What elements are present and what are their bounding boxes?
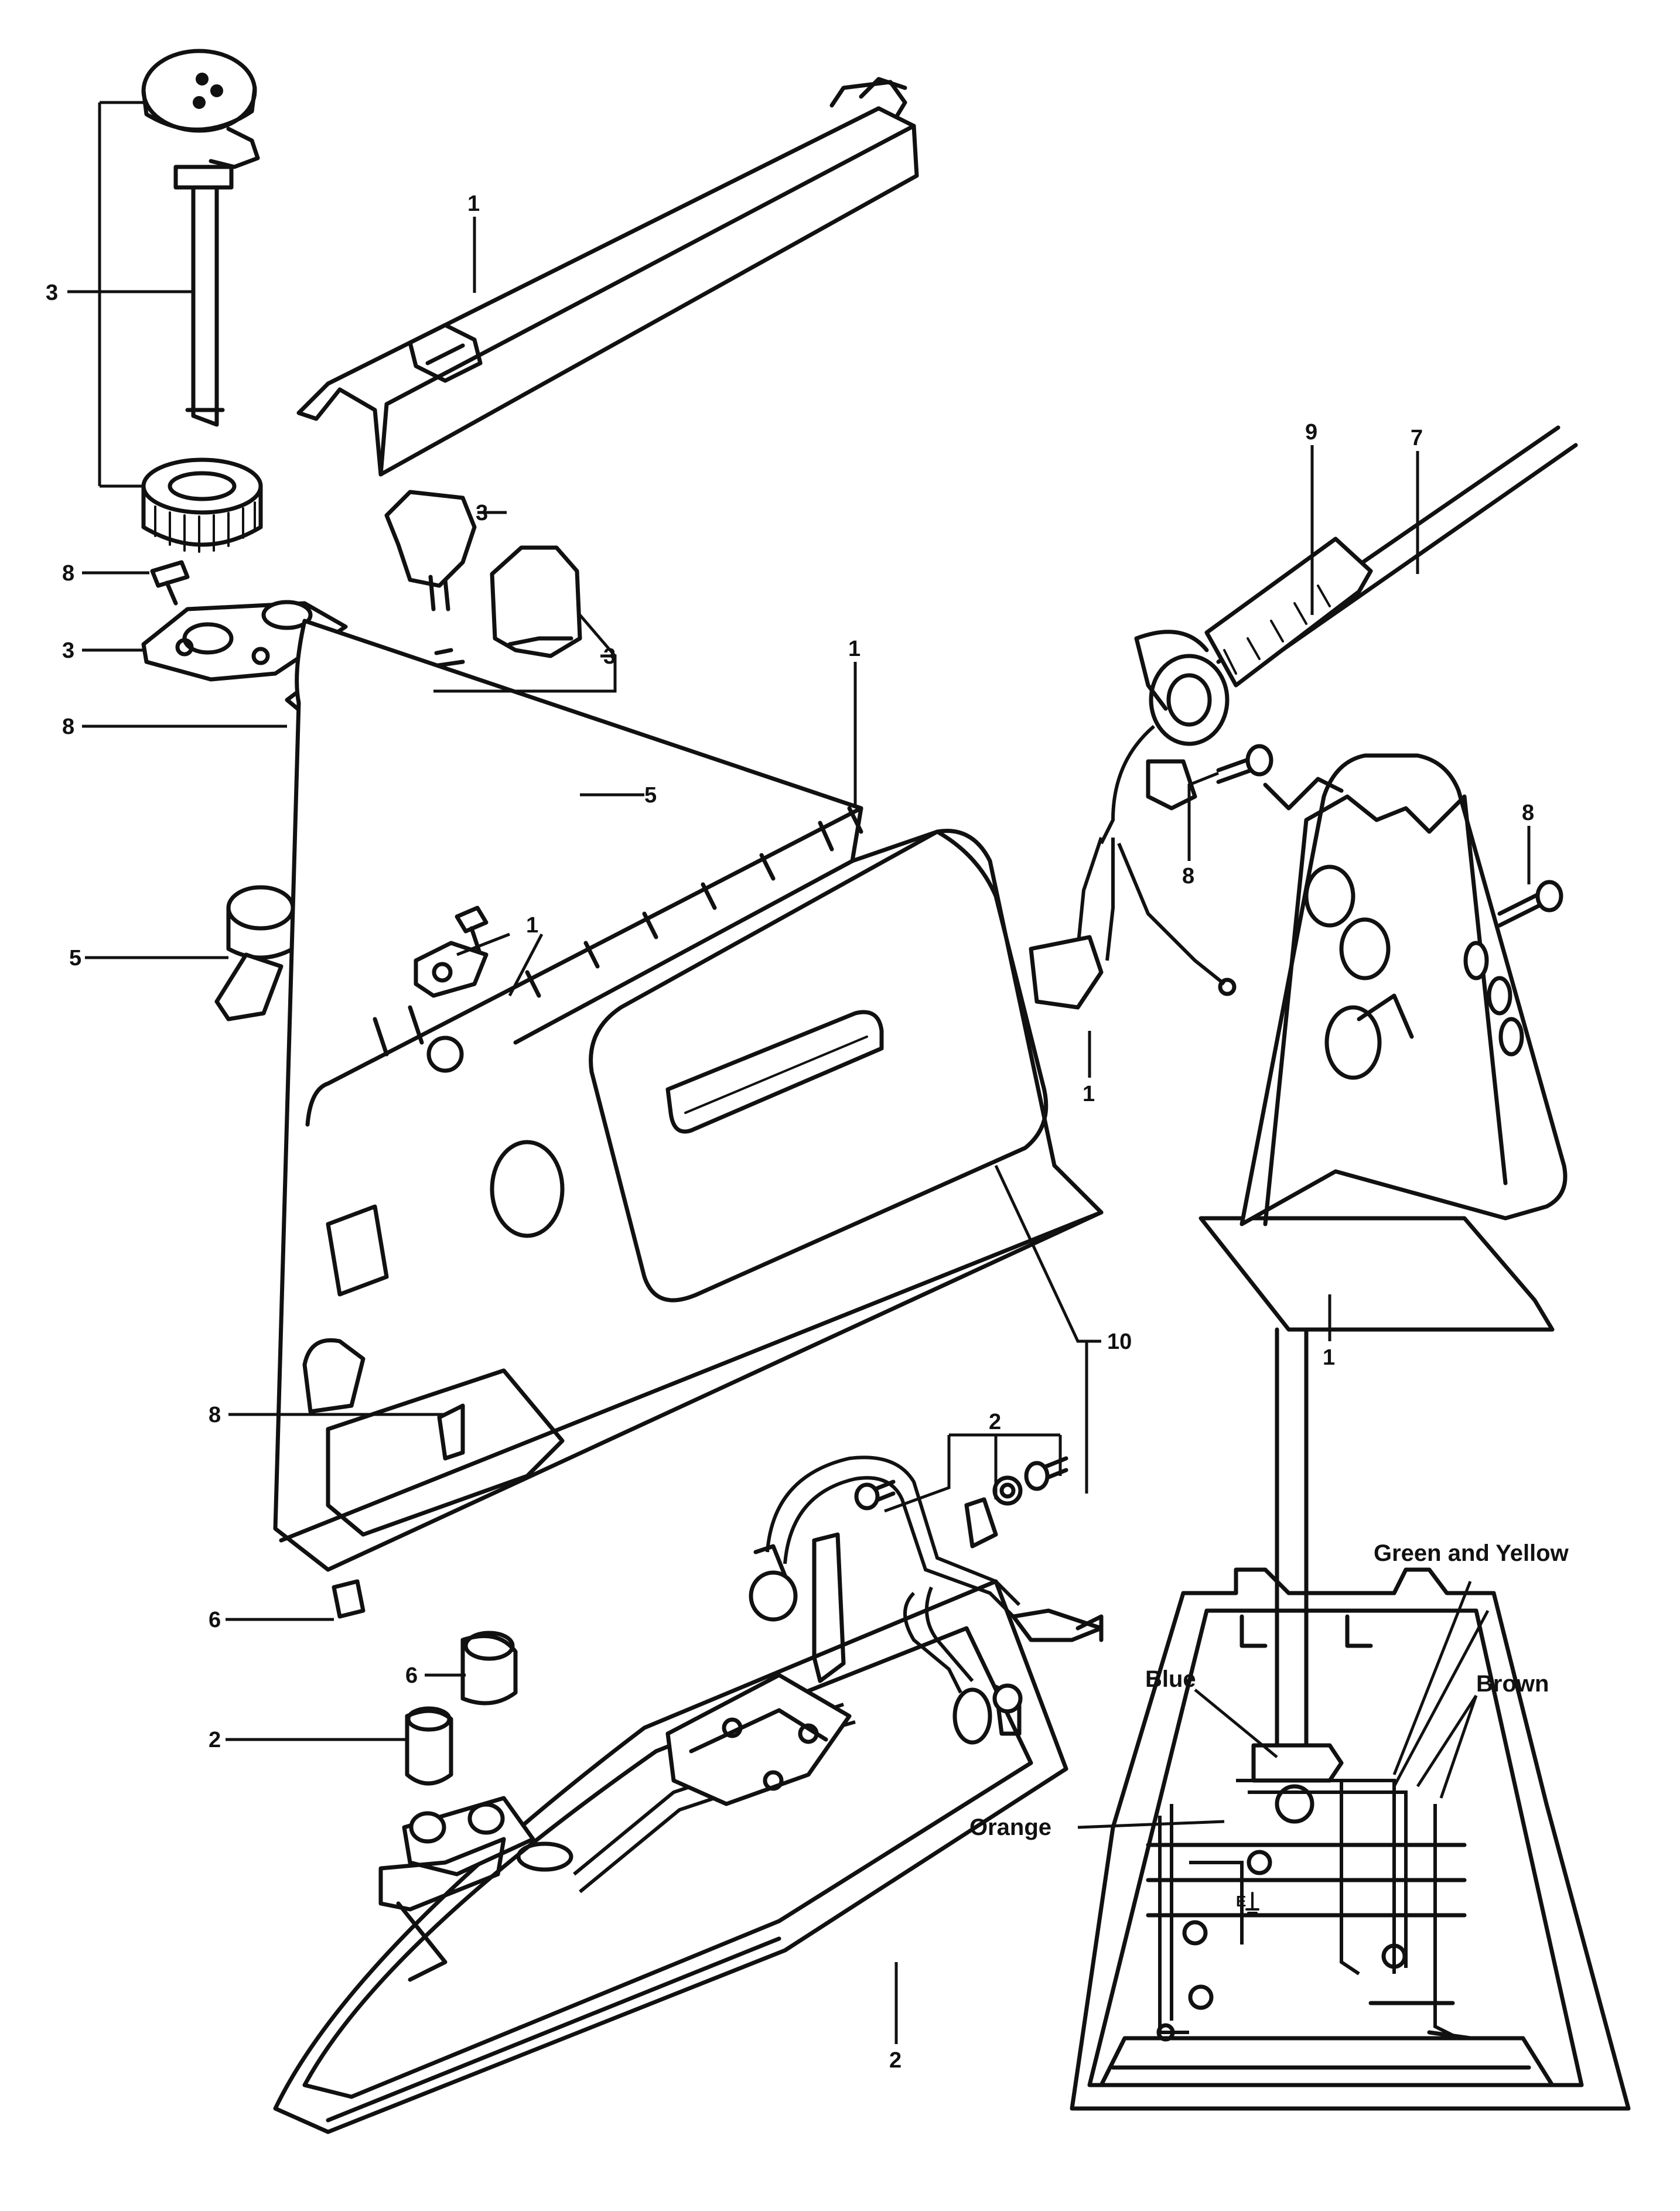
callout-leaders [67, 101, 1531, 2044]
callout-1-body-shell: 1 [848, 637, 861, 661]
label-orange: Orange [969, 1814, 1051, 1840]
callout-3-steam-button: 3 [476, 501, 488, 525]
power-cord-assembly [1029, 425, 1578, 1010]
label-blue: Blue [1145, 1666, 1196, 1692]
callout-1-terminal: 1 [1083, 1082, 1095, 1106]
callout-5-tube: 5 [69, 946, 81, 970]
callout-7-cord: 7 [1411, 426, 1423, 450]
callout-3-base-plate: 3 [62, 638, 74, 663]
shell-screw-and-plate [414, 905, 489, 998]
callout-10-window: 10 [1107, 1330, 1132, 1354]
callout-8-shell-screw: 8 [209, 1403, 221, 1427]
callout-6-small: 6 [209, 1608, 221, 1632]
callout-5-valve: 5 [644, 783, 657, 808]
callout-2-soleplate: 2 [889, 2048, 902, 2073]
callout-8-top-screw: 8 [62, 561, 74, 586]
handle-cover-part [296, 77, 919, 477]
callout-2-bush: 2 [209, 1728, 221, 1752]
callout-9-strain-relief: 9 [1305, 420, 1317, 445]
callout-3-spray-button: 3 [603, 644, 616, 669]
wiring-labels: Green and Yellow Blue Brown Orange E [969, 1540, 1569, 1910]
iron-body-shell [273, 618, 1104, 1572]
temperature-dial-assembly [141, 49, 348, 717]
callout-8-cord-screw: 8 [1182, 864, 1194, 888]
label-green-and-yellow: Green and Yellow [1374, 1540, 1569, 1566]
callout-2-screws: 2 [989, 1410, 1001, 1434]
soleplate-assembly [273, 1455, 1104, 2134]
callout-1-shell-screw: 1 [526, 913, 538, 938]
callout-8-cover-screw: 8 [1522, 801, 1534, 825]
label-earth: E [1236, 1892, 1246, 1910]
callout-1-rear-cover: 1 [1323, 1345, 1335, 1370]
wiring-diagram [1070, 1327, 1631, 2111]
callout-numbers: 3 8 3 8 1 3 3 5 5 1 1 9 7 8 8 1 1 10 8 2… [46, 192, 1534, 2073]
label-brown: Brown [1476, 1671, 1549, 1697]
callout-3-dial: 3 [46, 281, 58, 305]
callout-6-large: 6 [405, 1663, 418, 1688]
callout-8-base-screw: 8 [62, 715, 74, 739]
rear-cover-part [1198, 753, 1568, 1332]
callout-1-handle-cover: 1 [467, 192, 480, 216]
